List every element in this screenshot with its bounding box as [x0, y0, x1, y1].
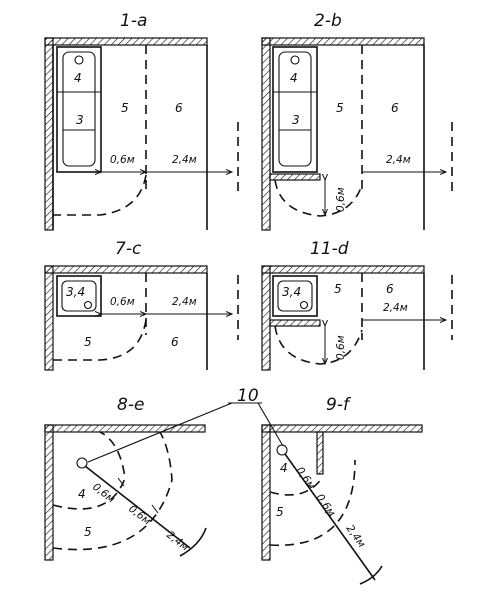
- tick: [151, 504, 159, 514]
- wall-left: [261, 424, 271, 561]
- zone-label-3: 3: [292, 113, 300, 127]
- wall-left: [261, 37, 271, 231]
- wall-top: [44, 424, 206, 433]
- panel-11d: 11-d 3,4 5 6 2,4м 0,6м: [261, 239, 453, 371]
- zone-label-3: 3: [76, 113, 84, 127]
- zone-boundary: [274, 325, 363, 365]
- wall-left: [44, 424, 54, 561]
- zone-label-5: 5: [84, 335, 92, 349]
- zone-label-5: 5: [336, 101, 344, 115]
- zone-boundary: [52, 431, 173, 551]
- tick: [304, 482, 312, 488]
- dim-label-06: 0,6м: [90, 481, 117, 506]
- shower-tray: [272, 275, 318, 317]
- zone-boundary: [274, 179, 363, 217]
- bathtub: [56, 46, 102, 173]
- zone-label-5: 5: [276, 505, 284, 519]
- wall-top: [261, 265, 425, 274]
- callout-label: 10: [237, 386, 259, 406]
- drain-icon: [74, 55, 84, 65]
- panel-title-8e: 8-e: [117, 395, 144, 415]
- bathtub: [272, 46, 318, 173]
- panel-title-7c: 7-c: [115, 239, 142, 259]
- shower-head-icon: [76, 457, 88, 469]
- zone-label-4: 4: [290, 71, 298, 85]
- callout-leader: [257, 402, 284, 447]
- zone-label-4: 4: [280, 461, 288, 475]
- radius-line: [284, 453, 376, 581]
- dim-label-06: 0,6м: [110, 296, 135, 308]
- wall-left: [261, 265, 271, 371]
- wall-left: [44, 37, 54, 231]
- dim-label-24: 2,4м: [386, 154, 411, 166]
- zone-label-6: 6: [391, 101, 399, 115]
- dim-label-06: 0,6м: [126, 503, 153, 528]
- zone-label-4: 4: [74, 71, 82, 85]
- drain-icon: [290, 55, 300, 65]
- zone-label-5: 5: [334, 282, 342, 296]
- panel-8e: 8-e 0,6м 0,6м 2,4м 4 5: [44, 395, 207, 561]
- panel-title-11d: 11-d: [310, 239, 349, 259]
- zone-boundary: [52, 431, 126, 510]
- shower-tray-inner: [277, 280, 313, 312]
- zone-label-5: 5: [84, 525, 92, 539]
- dim-label-24: 2,4м: [172, 154, 197, 166]
- zone-label-6: 6: [175, 101, 183, 115]
- dim-label-06: 0,6м: [314, 492, 338, 519]
- wall-left: [44, 265, 54, 371]
- drain-icon: [83, 300, 93, 310]
- panel-7c: 7-c 3,4 5 6 0,6м 2,4м: [44, 239, 239, 371]
- shower-head-icon: [276, 444, 288, 456]
- dim-label-06: 0,6м: [294, 465, 318, 492]
- zone-limit: [179, 527, 207, 557]
- shower-tray-inner: [61, 280, 97, 312]
- panel-2b: 2-b 4 3 5 6 2,4м 0,6м: [261, 11, 453, 231]
- zone-limit: [359, 565, 383, 585]
- dim-label-24: 2,4м: [172, 296, 197, 308]
- panel-title-9f: 9-f: [326, 395, 352, 415]
- zone-label-4: 4: [78, 487, 86, 501]
- bathtub-inner: [62, 51, 96, 167]
- wall-top: [261, 424, 423, 433]
- wall-top: [44, 37, 208, 46]
- dim-label-24: 2,4м: [164, 529, 191, 554]
- wall-top: [261, 37, 425, 46]
- partition: [316, 431, 324, 475]
- wall-top: [44, 265, 208, 274]
- radius-line: [84, 465, 191, 549]
- dim-label-06: 0,6м: [110, 154, 135, 166]
- tick: [324, 511, 332, 517]
- zone-boundary: [269, 477, 323, 496]
- drain-icon: [299, 300, 309, 310]
- dim-label-06: 0,6м: [335, 335, 347, 360]
- dim-label-24: 2,4м: [344, 523, 368, 550]
- bathtub-inner: [278, 51, 312, 167]
- zone-boundary: [269, 459, 356, 547]
- panel-1a: 1-a 4 3 5 6 0,6м 2,4м: [44, 11, 239, 231]
- tick: [117, 477, 125, 487]
- zone-label-6: 6: [386, 282, 394, 296]
- panel-title-1a: 1-a: [120, 11, 147, 31]
- zone-label-5: 5: [121, 101, 129, 115]
- zone-label-34: 3,4: [282, 285, 301, 299]
- callout-leader: [87, 402, 233, 463]
- dim-label-06: 0,6м: [335, 187, 347, 212]
- panel-9f: 9-f 0,6м 0,6м 2,4м 4 5: [261, 395, 423, 585]
- panel-title-2b: 2-b: [314, 11, 342, 31]
- partition: [269, 173, 321, 181]
- dim-label-24: 2,4м: [383, 302, 408, 314]
- partition: [269, 319, 321, 327]
- zone-boundary: [53, 174, 147, 216]
- callout-10: 10: [87, 386, 284, 463]
- zone-label-6: 6: [171, 335, 179, 349]
- zone-label-34: 3,4: [66, 285, 85, 299]
- shower-tray: [56, 275, 102, 317]
- zone-boundary: [53, 319, 147, 361]
